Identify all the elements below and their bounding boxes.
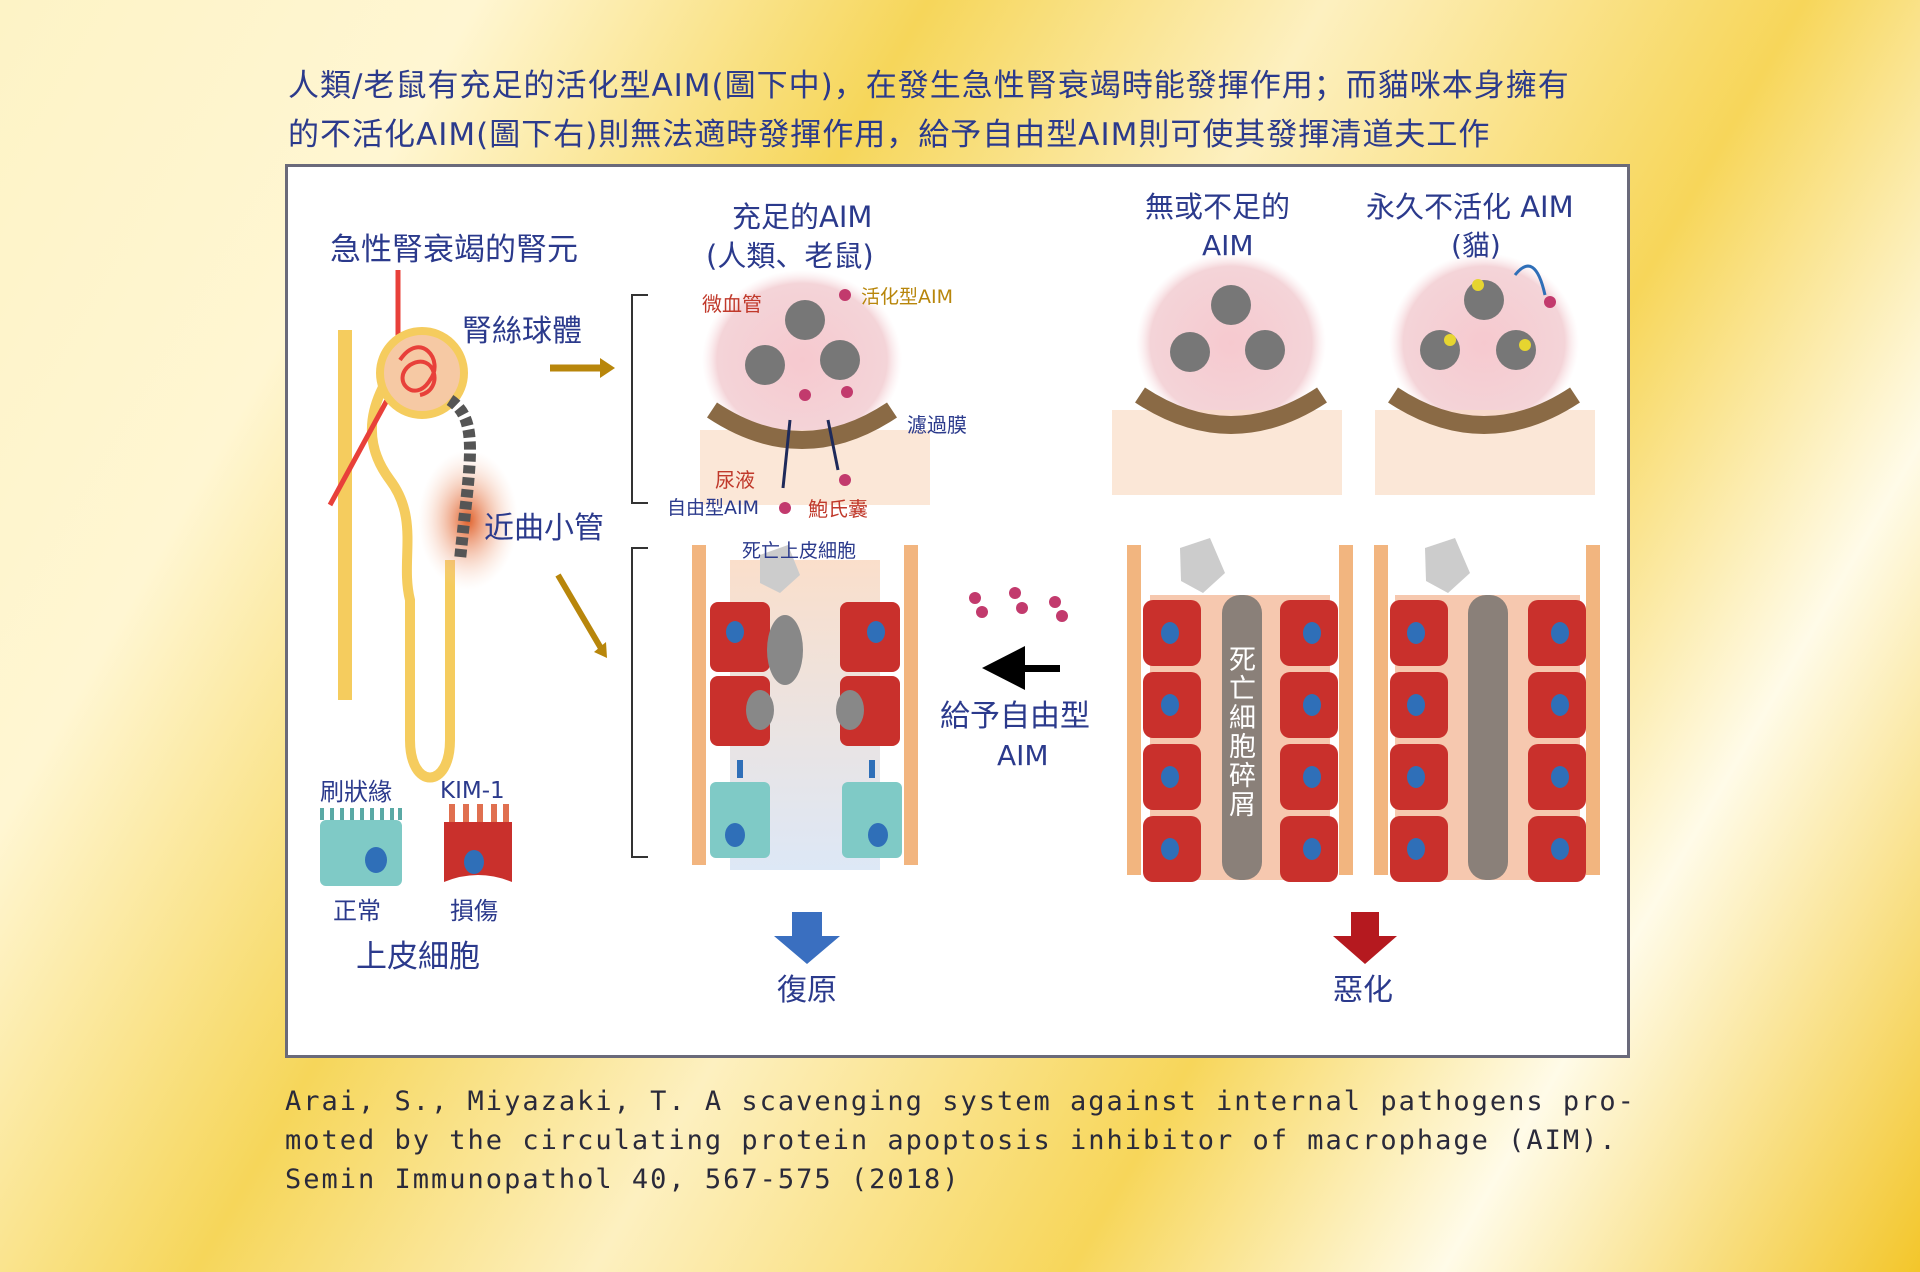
epithelial-cells-label: 上皮細胞 xyxy=(356,939,480,975)
sufficient-subtitle: (人類、老鼠) xyxy=(706,239,874,273)
bowman-capsule-label: 鮑氏囊 xyxy=(808,497,868,521)
give-free-aim-label: 給予自由型 xyxy=(940,699,1090,734)
kim1-label: KIM-1 xyxy=(440,778,505,804)
citation-line-2: moted by the circulating protein apoptos… xyxy=(285,1125,1618,1156)
glomerulus-inactive xyxy=(1375,253,1595,495)
inactive-title: 永久不活化 AIM xyxy=(1366,190,1574,224)
filtration-membrane-label: 濾過膜 xyxy=(907,413,967,437)
normal-label: 正常 xyxy=(333,897,381,925)
debris-label: 死亡細胞碎屑 xyxy=(1224,645,1255,819)
bracket xyxy=(631,294,648,858)
citation: Arai, S., Miyazaki, T. A scavenging syst… xyxy=(285,1082,1636,1199)
citation-line-3: Semin Immunopathol 40, 567-575 (2018) xyxy=(285,1164,961,1195)
capillary-label: 微血管 xyxy=(702,292,762,316)
free-aim-label: 自由型AIM xyxy=(667,497,759,519)
header-text: 人類/老鼠有充足的活化型AIM(圖下中)，在發生急性腎衰竭時能發揮作用；而貓咪本… xyxy=(288,62,1570,160)
header-line-1: 人類/老鼠有充足的活化型AIM(圖下中)，在發生急性腎衰竭時能發揮作用；而貓咪本… xyxy=(288,68,1570,104)
injured-label: 損傷 xyxy=(450,897,498,925)
brush-border-label: 刷狀緣 xyxy=(320,778,392,806)
dead-epithelial-label: 死亡上皮細胞 xyxy=(742,540,857,562)
glomerulus-sufficient xyxy=(700,270,930,514)
worsen-label: 惡化 xyxy=(1333,973,1393,1008)
give-free-aim-label-2: AIM xyxy=(997,739,1049,772)
nephron-illustration xyxy=(327,270,615,783)
recovery-arrow xyxy=(774,912,840,964)
citation-line-1: Arai, S., Miyazaki, T. A scavenging syst… xyxy=(285,1086,1636,1117)
nephron-title: 急性腎衰竭的腎元 xyxy=(330,232,578,268)
sufficient-title: 充足的AIM xyxy=(732,200,873,234)
header-line-2: 的不活化AIM(圖下右)則無法適時發揮作用，給予自由型AIM則可使其發揮清道夫工… xyxy=(288,117,1491,153)
glomerulus-label: 腎絲球體 xyxy=(462,314,582,349)
epithelial-cell-legend xyxy=(320,804,512,886)
glomerulus-insufficient xyxy=(1112,253,1342,495)
insufficient-subtitle: AIM xyxy=(1202,229,1254,262)
urine-label: 尿液 xyxy=(715,468,755,492)
give-aim-arrow xyxy=(982,646,1060,690)
tubule-recovery xyxy=(692,545,918,870)
free-aim-molecules xyxy=(969,587,1068,622)
insufficient-title: 無或不足的 xyxy=(1145,190,1291,224)
tubule-insufficient xyxy=(1127,538,1353,882)
inactive-subtitle: (貓) xyxy=(1451,229,1501,262)
tubule-inactive xyxy=(1374,538,1600,882)
recovery-label: 復原 xyxy=(777,973,837,1008)
worsen-arrow xyxy=(1333,912,1397,964)
proximal-tubule-label: 近曲小管 xyxy=(484,511,604,546)
active-aim-label: 活化型AIM xyxy=(861,286,953,308)
